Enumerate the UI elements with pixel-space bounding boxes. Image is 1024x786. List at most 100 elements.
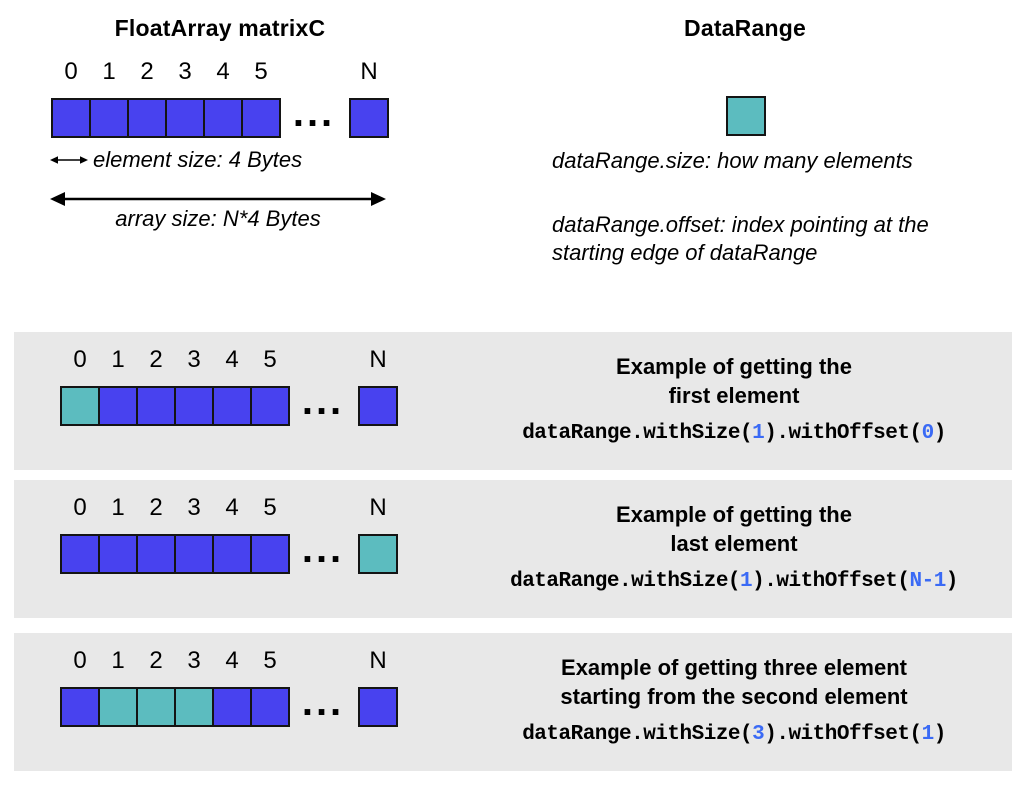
index-label: 3 <box>178 58 192 85</box>
array-cell <box>165 98 205 138</box>
heading-line2: first element <box>668 383 800 408</box>
index-label: 1 <box>111 346 125 373</box>
index-label: 1 <box>111 494 125 521</box>
array-cell <box>212 386 252 426</box>
code-mid: ).withOffset( <box>752 570 910 593</box>
index-label: 5 <box>263 494 277 521</box>
element-size-label: element size: 4 Bytes <box>93 147 303 172</box>
index-label-n: N <box>369 494 387 521</box>
array-cell <box>136 386 176 426</box>
code-size-value: 1 <box>740 570 753 593</box>
array-cell <box>60 386 100 426</box>
array-size-arrow <box>50 192 386 206</box>
index-label: 3 <box>187 346 201 373</box>
heading-line1: Example of getting the <box>616 354 852 379</box>
index-label: 4 <box>225 647 239 674</box>
floatarray-visual: 0 1 2 3 4 5 N ... <box>51 58 396 142</box>
element-size-arrow <box>50 156 88 164</box>
array-visual: 0 1 2 3 4 5 N ... <box>60 346 405 430</box>
example-heading: Example of getting the last element <box>474 500 994 558</box>
ellipsis: ... <box>301 527 345 571</box>
index-label: 4 <box>216 58 230 85</box>
array-cells <box>51 98 281 138</box>
code-suffix: ) <box>933 422 947 445</box>
panel-text: Example of getting the last element data… <box>474 480 994 618</box>
array-cell <box>136 534 176 574</box>
array-cell <box>89 98 129 138</box>
array-cell <box>241 98 281 138</box>
array-size-label: array size: N*4 Bytes <box>115 206 321 231</box>
index-label-n: N <box>360 58 378 85</box>
code-line: dataRange.withSize(1).withOffset(0) <box>474 422 994 445</box>
array-cell <box>250 386 290 426</box>
array-cell-n <box>358 386 398 426</box>
index-label: 5 <box>254 58 268 85</box>
heading-line2: starting from the second element <box>560 684 908 709</box>
code-mid: ).withOffset( <box>764 723 922 746</box>
code-offset-value: N-1 <box>909 570 946 593</box>
array-cells <box>60 386 290 426</box>
datarange-size-note: dataRange.size: how many elements <box>552 148 913 173</box>
index-label: 1 <box>111 647 125 674</box>
array-cell <box>174 687 214 727</box>
index-label-n: N <box>369 647 387 674</box>
index-label: 2 <box>140 58 154 85</box>
index-label: 5 <box>263 647 277 674</box>
code-mid: ).withOffset( <box>764 422 922 445</box>
index-label: 2 <box>149 647 163 674</box>
index-label: 2 <box>149 346 163 373</box>
panel-text: Example of getting three element startin… <box>474 633 994 771</box>
ellipsis: ... <box>301 680 345 724</box>
code-line: dataRange.withSize(1).withOffset(N-1) <box>474 570 994 593</box>
index-label: 3 <box>187 647 201 674</box>
array-cell-n <box>349 98 389 138</box>
datarange-offset-note: dataRange.offset: index pointing at the … <box>552 211 982 267</box>
heading-line2: last element <box>670 531 798 556</box>
panel-text: Example of getting the first element dat… <box>474 332 994 470</box>
ellipsis: ... <box>292 91 336 135</box>
index-label: 0 <box>64 58 78 85</box>
array-cell <box>203 98 243 138</box>
array-cell <box>98 386 138 426</box>
array-cell <box>98 534 138 574</box>
offset-note-line2: starting edge of dataRange <box>552 240 818 265</box>
code-size-value: 3 <box>752 723 765 746</box>
code-offset-value: 0 <box>921 422 935 445</box>
array-cells <box>60 687 290 727</box>
array-cell <box>127 98 167 138</box>
floatarray-title: FloatArray matrixC <box>114 15 326 41</box>
index-label: 3 <box>187 494 201 521</box>
heading-line1: Example of getting three element <box>561 655 907 680</box>
code-prefix: dataRange.withSize( <box>522 723 753 746</box>
code-size-value: 1 <box>752 422 765 445</box>
datarange-cell <box>726 96 766 136</box>
heading-line1: Example of getting the <box>616 502 852 527</box>
code-suffix: ) <box>945 570 959 593</box>
index-label: 0 <box>73 346 87 373</box>
datarange-title: DataRange <box>684 15 806 41</box>
index-label: 0 <box>73 494 87 521</box>
array-cell <box>60 534 100 574</box>
code-prefix: dataRange.withSize( <box>510 570 741 593</box>
array-cells <box>60 534 290 574</box>
array-cell <box>250 534 290 574</box>
example-heading: Example of getting three element startin… <box>474 653 994 711</box>
array-cell <box>174 386 214 426</box>
index-label: 4 <box>225 346 239 373</box>
offset-note-line1: dataRange.offset: index pointing at the <box>552 212 929 237</box>
array-visual: 0 1 2 3 4 5 N ... <box>60 494 405 578</box>
array-cell <box>174 534 214 574</box>
ellipsis: ... <box>301 379 345 423</box>
index-label: 1 <box>102 58 116 85</box>
array-visual: 0 1 2 3 4 5 N ... <box>60 647 405 731</box>
array-cell-n <box>358 534 398 574</box>
array-cell <box>51 98 91 138</box>
index-label: 2 <box>149 494 163 521</box>
code-offset-value: 1 <box>921 723 935 746</box>
index-label-n: N <box>369 346 387 373</box>
array-cell-n <box>358 687 398 727</box>
array-cell <box>98 687 138 727</box>
index-label: 5 <box>263 346 277 373</box>
code-prefix: dataRange.withSize( <box>522 422 753 445</box>
